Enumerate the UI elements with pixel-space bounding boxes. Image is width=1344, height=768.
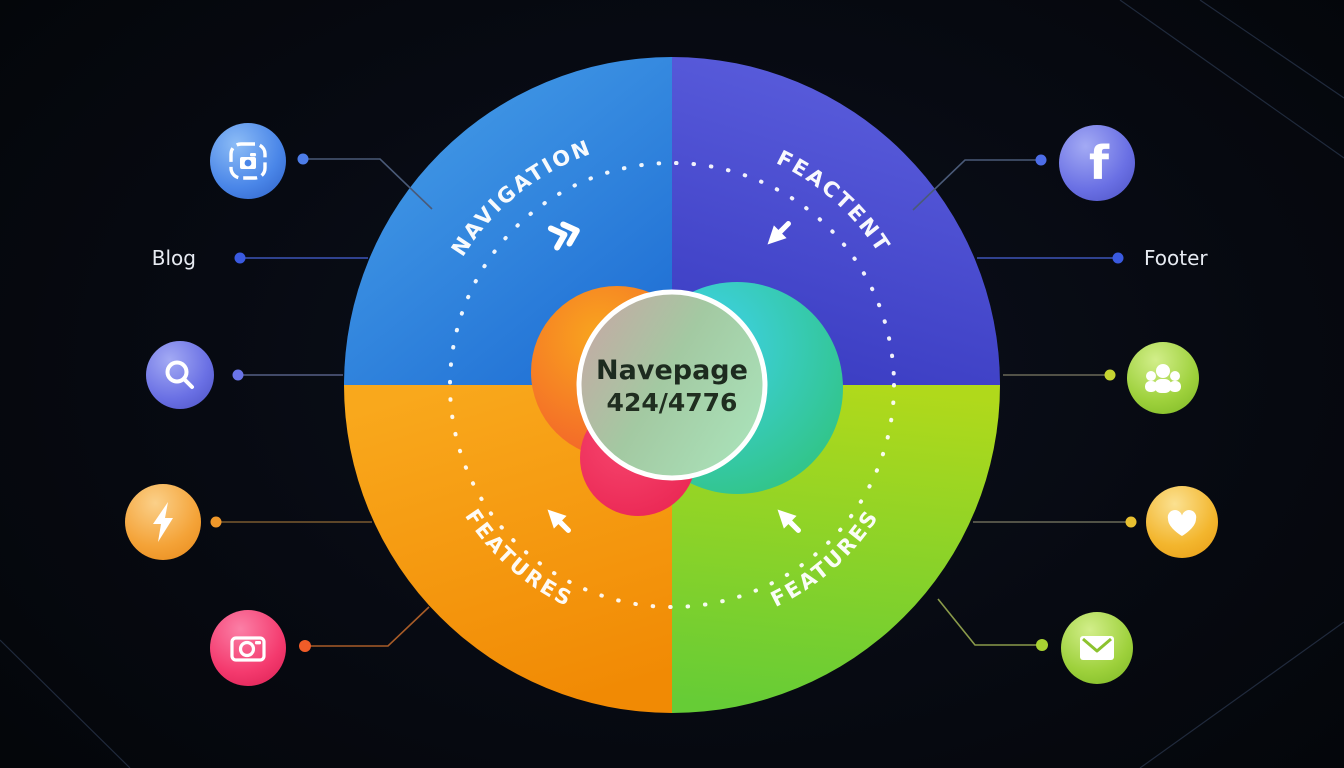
footer-label: Footer	[1144, 246, 1208, 270]
users-icon	[1145, 364, 1181, 393]
heart-icon	[1167, 510, 1197, 536]
ring-arrows	[547, 221, 801, 533]
satellite-camera[interactable]	[210, 610, 286, 686]
lightning-icon	[153, 502, 173, 542]
satellite-facebook[interactable]: f	[1059, 125, 1135, 201]
dot-camera	[299, 640, 311, 652]
connector-photo-app	[305, 158, 433, 210]
connector-camera	[308, 606, 430, 647]
satellite-users[interactable]	[1127, 342, 1199, 414]
dot-photo-app	[297, 153, 309, 165]
satellite-lightning[interactable]	[125, 484, 201, 560]
mail-icon	[1080, 636, 1114, 660]
satellite-mail[interactable]	[1061, 612, 1133, 684]
connector-facebook	[912, 159, 1039, 211]
center-title: Navepage	[596, 355, 748, 386]
connectors	[219, 158, 1128, 647]
double-chevron-right-icon	[547, 221, 580, 251]
camera-icon	[230, 636, 266, 662]
dotted-ring	[448, 161, 896, 609]
satellite-heart[interactable]	[1146, 486, 1218, 558]
center-subtitle: 424/4776	[607, 388, 738, 417]
satellite-search[interactable]	[146, 341, 214, 409]
dot-heart	[1125, 516, 1137, 528]
connector-dots	[210, 153, 1137, 652]
dot-search	[232, 369, 244, 381]
dot-mail	[1036, 639, 1048, 651]
dot-facebook	[1035, 154, 1047, 166]
dot-users	[1104, 369, 1116, 381]
satellite-photo-app[interactable]	[210, 123, 286, 199]
arrow-up-left-icon	[777, 509, 801, 533]
dot-footer	[1112, 252, 1124, 264]
facebook-icon: f	[1089, 136, 1110, 190]
blog-label: Blog	[152, 246, 196, 270]
arrow-up-left-icon	[547, 509, 571, 533]
arrow-down-left-icon	[767, 221, 791, 245]
dot-lightning	[210, 516, 222, 528]
dot-blog	[234, 252, 246, 264]
photo-app-icon	[229, 142, 267, 180]
center-disc: Navepage 424/4776	[576, 289, 768, 481]
search-icon	[165, 360, 194, 389]
connector-mail	[937, 598, 1039, 646]
